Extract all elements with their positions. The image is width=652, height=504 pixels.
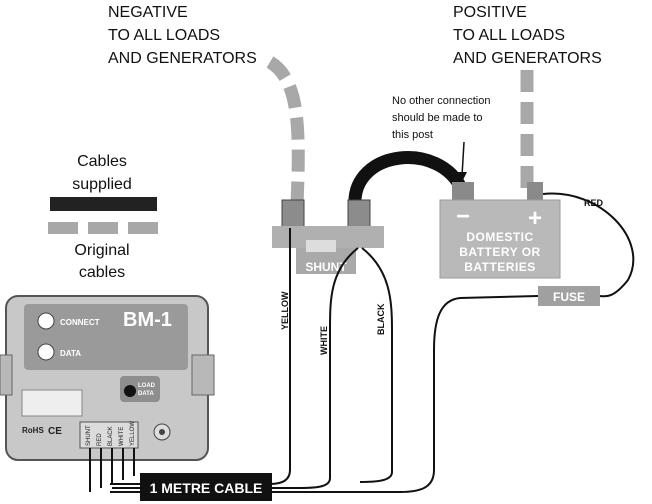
original-cables-label-1: Original — [74, 242, 129, 259]
device-side-bracket-left — [0, 354, 13, 396]
note-line-3: this post — [392, 129, 433, 141]
negative-label: NEGATIVE TO ALL LOADS AND GENERATORS — [108, 4, 257, 67]
white-wire-label: WHITE — [319, 326, 329, 355]
negative-label-line-1: NEGATIVE — [108, 4, 188, 21]
original-cable-swatch-2 — [88, 222, 118, 234]
connect-label: CONNECT — [60, 318, 100, 327]
battery: − + DOMESTIC BATTERY OR BATTERIES — [439, 182, 561, 279]
bm1-monitor: CONNECT DATA BM-1 LOAD DATA RoHS CE SHUN… — [0, 295, 215, 461]
cable-label-text: 1 METRE CABLE — [150, 480, 263, 496]
terminal-red: RED — [97, 433, 103, 446]
red-wire-upper — [542, 192, 635, 298]
data-label: DATA — [60, 349, 81, 358]
ce-mark: CE — [48, 426, 62, 437]
battery-label-2: BATTERY OR — [459, 245, 540, 259]
terminal-black: BLACK — [108, 426, 114, 446]
note-line-1: No other connection — [392, 95, 490, 107]
device-side-bracket-right — [191, 354, 215, 396]
device-screw-center — [159, 429, 165, 435]
rohs-mark: RoHS — [22, 426, 44, 435]
black-wire — [359, 247, 393, 483]
note-line-2: should be made to — [392, 112, 483, 124]
fuse-body — [538, 286, 600, 306]
terminal-white: WHITE — [119, 427, 125, 446]
shunt-center — [306, 240, 336, 252]
shunt: SHUNT — [272, 199, 384, 274]
battery-negative-post — [452, 182, 474, 204]
shunt-post-left — [281, 199, 305, 229]
battery-post-note: No other connection should be made to th… — [392, 95, 490, 182]
cable-label: 1 METRE CABLE — [140, 473, 272, 501]
cables-supplied-label-2: supplied — [72, 176, 132, 193]
positive-label-line-3: AND GENERATORS — [453, 50, 602, 67]
supplied-cable-swatch — [50, 197, 157, 211]
fuse: FUSE — [538, 286, 600, 306]
original-cable-swatch-3 — [128, 222, 158, 234]
terminal-yellow: YELLOW — [130, 421, 136, 446]
original-cables-label-2: cables — [79, 264, 125, 281]
battery-label-3: BATTERIES — [464, 260, 536, 274]
white-wire — [112, 247, 359, 489]
cable-label-box — [140, 473, 272, 501]
original-cable-swatch-1 — [48, 222, 78, 234]
battery-plus-sign: + — [528, 205, 542, 232]
negative-original-cable — [266, 56, 305, 206]
shunt-post-right — [347, 199, 371, 229]
shunt-label: SHUNT — [305, 260, 347, 274]
red-wire-lower — [110, 295, 539, 493]
cable-legend: Cables supplied Original cables — [48, 153, 158, 281]
cables-supplied-label-1: Cables — [77, 153, 127, 170]
battery-minus-sign: − — [456, 203, 470, 230]
load-data-label-1: LOAD — [138, 383, 156, 389]
load-data-label-2: DATA — [138, 391, 154, 397]
battery-label-1: DOMESTIC — [466, 230, 533, 244]
device-panel — [24, 304, 188, 370]
terminal-labels: SHUNT RED BLACK WHITE YELLOW — [86, 421, 136, 446]
data-led-icon — [37, 343, 55, 361]
negative-label-line-3: AND GENERATORS — [108, 50, 257, 67]
red-wire-label: RED — [584, 198, 604, 208]
positive-label-line-2: TO ALL LOADS — [453, 27, 565, 44]
black-wire-label: BLACK — [376, 303, 386, 335]
battery-positive-post — [527, 182, 543, 204]
terminal-block — [79, 421, 139, 449]
fuse-label: FUSE — [553, 290, 585, 304]
note-arrow — [461, 141, 465, 177]
shunt-to-battery-cable — [348, 151, 469, 212]
terminal-shunt: SHUNT — [86, 425, 92, 446]
yellow-wire-label: YELLOW — [280, 291, 290, 330]
connect-led-icon — [37, 312, 55, 330]
positive-label: POSITIVE TO ALL LOADS AND GENERATORS — [453, 4, 602, 67]
device-model: BM-1 — [123, 309, 172, 331]
device-info-label — [21, 389, 83, 417]
negative-label-line-2: TO ALL LOADS — [108, 27, 220, 44]
battery-body — [439, 199, 561, 279]
load-data-button-knob — [124, 385, 136, 397]
shunt-base-top — [272, 226, 384, 248]
positive-label-line-1: POSITIVE — [453, 4, 527, 21]
